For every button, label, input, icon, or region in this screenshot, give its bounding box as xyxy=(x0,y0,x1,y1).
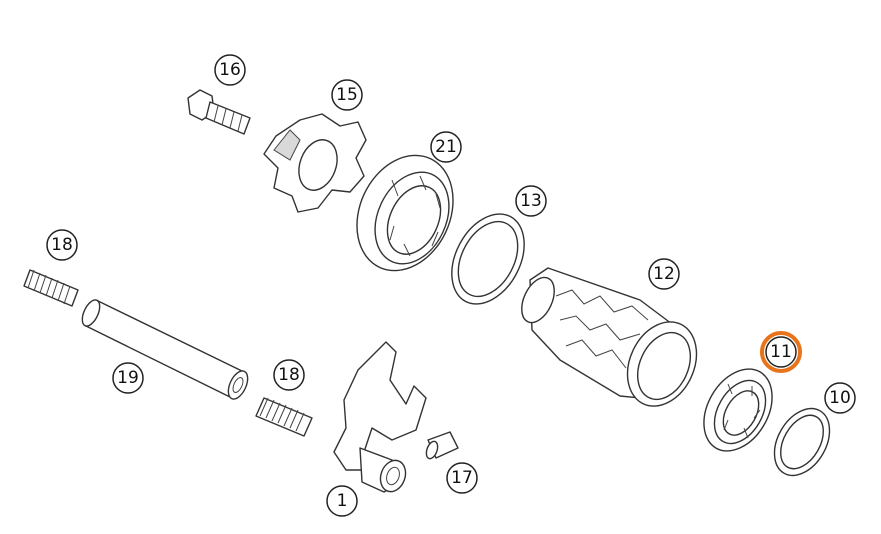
callout-11: 11 xyxy=(760,331,802,373)
svg-text:18: 18 xyxy=(51,235,73,255)
svg-text:1: 1 xyxy=(337,491,348,511)
bolt-part-16[interactable] xyxy=(187,89,251,135)
svg-text:19: 19 xyxy=(117,368,139,388)
svg-text:18: 18 xyxy=(278,365,300,385)
callout-1: 1 xyxy=(326,485,358,517)
spring-part-18b[interactable] xyxy=(255,397,313,437)
svg-text:15: 15 xyxy=(336,85,358,105)
rod-part-19[interactable] xyxy=(79,297,252,402)
svg-text:17: 17 xyxy=(451,468,473,488)
callout-21: 21 xyxy=(430,131,462,163)
callout-18-middle: 18 xyxy=(273,359,305,391)
svg-text:11: 11 xyxy=(770,342,792,362)
svg-text:10: 10 xyxy=(829,388,851,408)
spring-part-18a[interactable] xyxy=(23,269,79,307)
svg-text:13: 13 xyxy=(520,191,542,211)
highlight-ring-11 xyxy=(760,331,802,373)
callout-16: 16 xyxy=(214,54,246,86)
shift-drum-part-12[interactable] xyxy=(515,267,709,417)
svg-text:16: 16 xyxy=(219,60,241,80)
star-wheel-part-15[interactable] xyxy=(263,113,367,213)
svg-text:12: 12 xyxy=(653,264,675,284)
pin-part-17[interactable] xyxy=(424,431,459,460)
callout-12: 12 xyxy=(648,258,680,290)
callout-10: 10 xyxy=(824,382,856,414)
callout-18-top: 18 xyxy=(46,229,78,261)
shift-fork-part-1[interactable] xyxy=(333,341,427,495)
bearing-part-21[interactable] xyxy=(339,140,471,287)
callout-19: 19 xyxy=(112,362,144,394)
washer-part-10[interactable] xyxy=(763,399,841,485)
small-bearing-part-11[interactable] xyxy=(690,357,786,463)
washer-part-13[interactable] xyxy=(437,202,539,317)
callout-13: 13 xyxy=(515,185,547,217)
callout-17: 17 xyxy=(446,462,478,494)
svg-text:21: 21 xyxy=(435,137,457,157)
callout-15: 15 xyxy=(331,79,363,111)
